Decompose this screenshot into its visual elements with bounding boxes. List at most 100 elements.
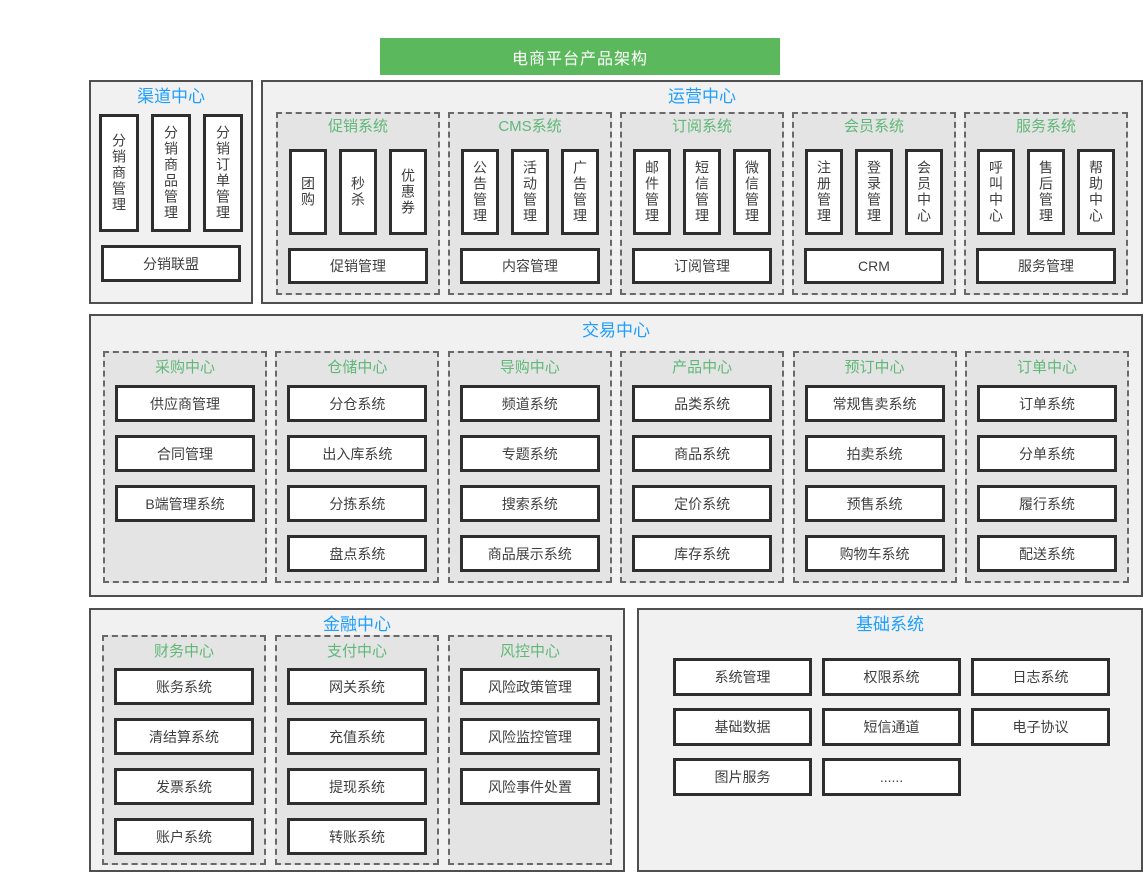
system-box: 合同管理 <box>115 435 255 472</box>
system-label: 微信管理 <box>744 160 760 224</box>
group-title: 仓储中心 <box>327 359 388 376</box>
system-label: 呼叫中心 <box>988 160 1004 224</box>
system-box: CRM <box>804 248 944 284</box>
system-label: 分销商品管理 <box>163 125 179 221</box>
group-title: 风控中心 <box>499 643 560 660</box>
system-box: 权限系统 <box>822 658 961 696</box>
system-box: 充值系统 <box>287 718 427 755</box>
group-title: 财务中心 <box>153 643 214 660</box>
system-box: 预售系统 <box>804 485 945 522</box>
group-payment-center: 支付中心 网关系统 充值系统 提现系统 转账系统 <box>275 635 439 865</box>
system-label: 团购 <box>300 176 316 208</box>
system-box-vertical: 登录管理 <box>855 149 893 235</box>
system-box: 库存系统 <box>632 535 773 572</box>
system-box: 分拣系统 <box>287 485 428 522</box>
system-box: 定价系统 <box>632 485 773 522</box>
group-service-system: 服务系统 呼叫中心 售后管理 帮助中心 服务管理 <box>964 112 1128 295</box>
system-box: 提现系统 <box>287 768 427 805</box>
system-box: 短信通道 <box>822 708 961 746</box>
group-order-center: 订单中心 订单系统 分单系统 履行系统 配送系统 <box>964 351 1129 583</box>
group-accounting-center: 财务中心 账务系统 清结算系统 发票系统 账户系统 <box>102 635 266 865</box>
system-label: 广告管理 <box>572 160 588 224</box>
group-title: 订单中心 <box>1016 359 1077 376</box>
system-box-vertical: 分销商管理 <box>99 114 139 232</box>
system-box: 风险政策管理 <box>460 668 600 705</box>
group-title: 会员系统 <box>843 118 904 135</box>
group-risk-center: 风控中心 风险政策管理 风险监控管理 风险事件处置 <box>448 635 612 865</box>
system-label: 公告管理 <box>472 160 488 224</box>
system-box: 促销管理 <box>288 248 428 284</box>
system-box: 频道系统 <box>459 385 600 422</box>
system-box: ...... <box>822 758 961 796</box>
system-box: 图片服务 <box>673 758 812 796</box>
system-box: 分单系统 <box>976 435 1117 472</box>
group-title: 促销系统 <box>327 118 388 135</box>
system-box: 专题系统 <box>459 435 600 472</box>
system-box: 风险监控管理 <box>460 718 600 755</box>
system-box: 拍卖系统 <box>804 435 945 472</box>
system-box: 网关系统 <box>287 668 427 705</box>
system-box: 电子协议 <box>971 708 1110 746</box>
section-title: 金融中心 <box>323 615 391 634</box>
system-box: 内容管理 <box>460 248 600 284</box>
group-title: 服务系统 <box>1015 118 1076 135</box>
system-box: 搜索系统 <box>459 485 600 522</box>
group-member-system: 会员系统 注册管理 登录管理 会员中心 CRM <box>792 112 956 295</box>
group-title: 采购中心 <box>154 359 215 376</box>
system-box-vertical: 帮助中心 <box>1077 149 1115 235</box>
system-label: 分销订单管理 <box>215 125 231 221</box>
section-base-system: 基础系统 系统管理 权限系统 日志系统 基础数据 短信通道 电子协议 图片服务 … <box>637 608 1143 872</box>
group-booking-center: 预订中心 常规售卖系统 拍卖系统 预售系统 购物车系统 <box>792 351 957 583</box>
section-title: 渠道中心 <box>137 87 205 106</box>
group-title: 产品中心 <box>672 359 733 376</box>
system-label: 分销商管理 <box>111 133 127 213</box>
system-box: 订单系统 <box>976 385 1117 422</box>
system-box-vertical: 团购 <box>289 149 327 235</box>
base-items-grid: 系统管理 权限系统 日志系统 基础数据 短信通道 电子协议 图片服务 .....… <box>673 658 1113 796</box>
system-box: 分仓系统 <box>287 385 428 422</box>
system-box-vertical: 会员中心 <box>905 149 943 235</box>
system-box: 账户系统 <box>114 818 254 855</box>
group-guide-center: 导购中心 频道系统 专题系统 搜索系统 商品展示系统 <box>447 351 612 583</box>
section-title: 交易中心 <box>582 321 650 340</box>
system-box: 履行系统 <box>976 485 1117 522</box>
system-box-vertical: 优惠券 <box>389 149 427 235</box>
system-box-vertical: 短信管理 <box>683 149 721 235</box>
system-box: 清结算系统 <box>114 718 254 755</box>
section-finance-center: 金融中心 财务中心 账务系统 清结算系统 发票系统 账户系统 支付中心 网关系统… <box>89 608 625 872</box>
system-label: 会员中心 <box>916 160 932 224</box>
system-box: 购物车系统 <box>804 535 945 572</box>
system-box: 风险事件处置 <box>460 768 600 805</box>
diagram-title: 电商平台产品架构 <box>511 50 648 68</box>
vertical-items-row: 团购 秒杀 优惠券 <box>278 149 438 235</box>
vertical-items-row: 分销商管理 分销商品管理 分销订单管理 <box>91 114 251 232</box>
system-label: 活动管理 <box>522 160 538 224</box>
section-channel-center: 渠道中心 分销商管理 分销商品管理 分销订单管理 分销联盟 <box>89 80 253 304</box>
system-label: 秒杀 <box>350 176 366 208</box>
group-cms-system: CMS系统 公告管理 活动管理 广告管理 内容管理 <box>448 112 612 295</box>
system-box: 系统管理 <box>673 658 812 696</box>
system-box: 发票系统 <box>114 768 254 805</box>
system-box: 分销联盟 <box>101 245 241 282</box>
groups-row: 财务中心 账务系统 清结算系统 发票系统 账户系统 支付中心 网关系统 充值系统… <box>91 635 623 865</box>
system-label: 邮件管理 <box>644 160 660 224</box>
section-title: 基础系统 <box>856 615 924 634</box>
vertical-items-row: 公告管理 活动管理 广告管理 <box>450 149 610 235</box>
groups-row: 采购中心 供应商管理 合同管理 B端管理系统 仓储中心 分仓系统 出入库系统 分… <box>91 351 1141 583</box>
system-box: 转账系统 <box>287 818 427 855</box>
system-box: 配送系统 <box>976 535 1117 572</box>
system-box-vertical: 邮件管理 <box>633 149 671 235</box>
vertical-items-row: 注册管理 登录管理 会员中心 <box>794 149 954 235</box>
group-title: 支付中心 <box>326 643 387 660</box>
system-box: 日志系统 <box>971 658 1110 696</box>
group-subscription-system: 订阅系统 邮件管理 短信管理 微信管理 订阅管理 <box>620 112 784 295</box>
system-box: 盘点系统 <box>287 535 428 572</box>
vertical-items-row: 呼叫中心 售后管理 帮助中心 <box>966 149 1126 235</box>
system-box-vertical: 广告管理 <box>561 149 599 235</box>
system-label: 帮助中心 <box>1088 160 1104 224</box>
system-label: 售后管理 <box>1038 160 1054 224</box>
section-title: 运营中心 <box>668 87 736 106</box>
system-box-vertical: 活动管理 <box>511 149 549 235</box>
system-box-vertical: 分销订单管理 <box>203 114 243 232</box>
group-product-center: 产品中心 品类系统 商品系统 定价系统 库存系统 <box>620 351 785 583</box>
